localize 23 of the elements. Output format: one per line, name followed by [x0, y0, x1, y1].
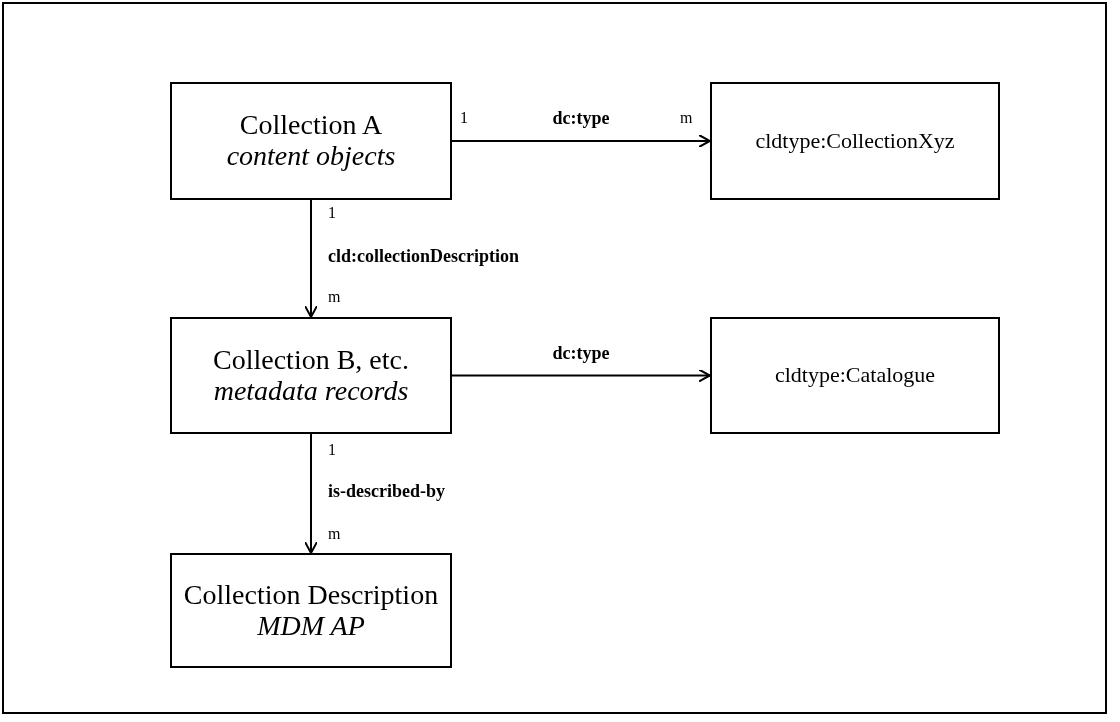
entity-name: Collection A	[238, 110, 384, 141]
entity-subtitle: metadata records	[212, 375, 410, 407]
entity-box	[170, 553, 452, 668]
arrow	[451, 368, 711, 383]
arrow	[304, 199, 318, 318]
multiplicity-label: 1	[328, 203, 336, 223]
entity-name: Collection Description	[182, 579, 440, 611]
entity-subtitle: content objects	[225, 141, 397, 172]
entity-box	[170, 317, 452, 434]
entity-name: Collection B, etc.	[212, 344, 410, 376]
entity-name: cldtype:Catalogue	[773, 363, 937, 388]
arrow	[304, 433, 318, 554]
multiplicity-label: m	[328, 524, 341, 544]
entity-box	[170, 82, 452, 200]
arrow	[451, 134, 711, 148]
multiplicity-label: 1	[460, 108, 468, 128]
entity-box	[710, 82, 1000, 200]
entity-subtitle: MDM AP	[256, 610, 365, 642]
multiplicity-label: m	[680, 108, 693, 128]
entity-name: cldtype:CollectionXyz	[754, 128, 956, 154]
multiplicity-label: 1	[328, 440, 336, 460]
entity-box	[710, 317, 1000, 434]
multiplicity-label: m	[328, 287, 341, 307]
